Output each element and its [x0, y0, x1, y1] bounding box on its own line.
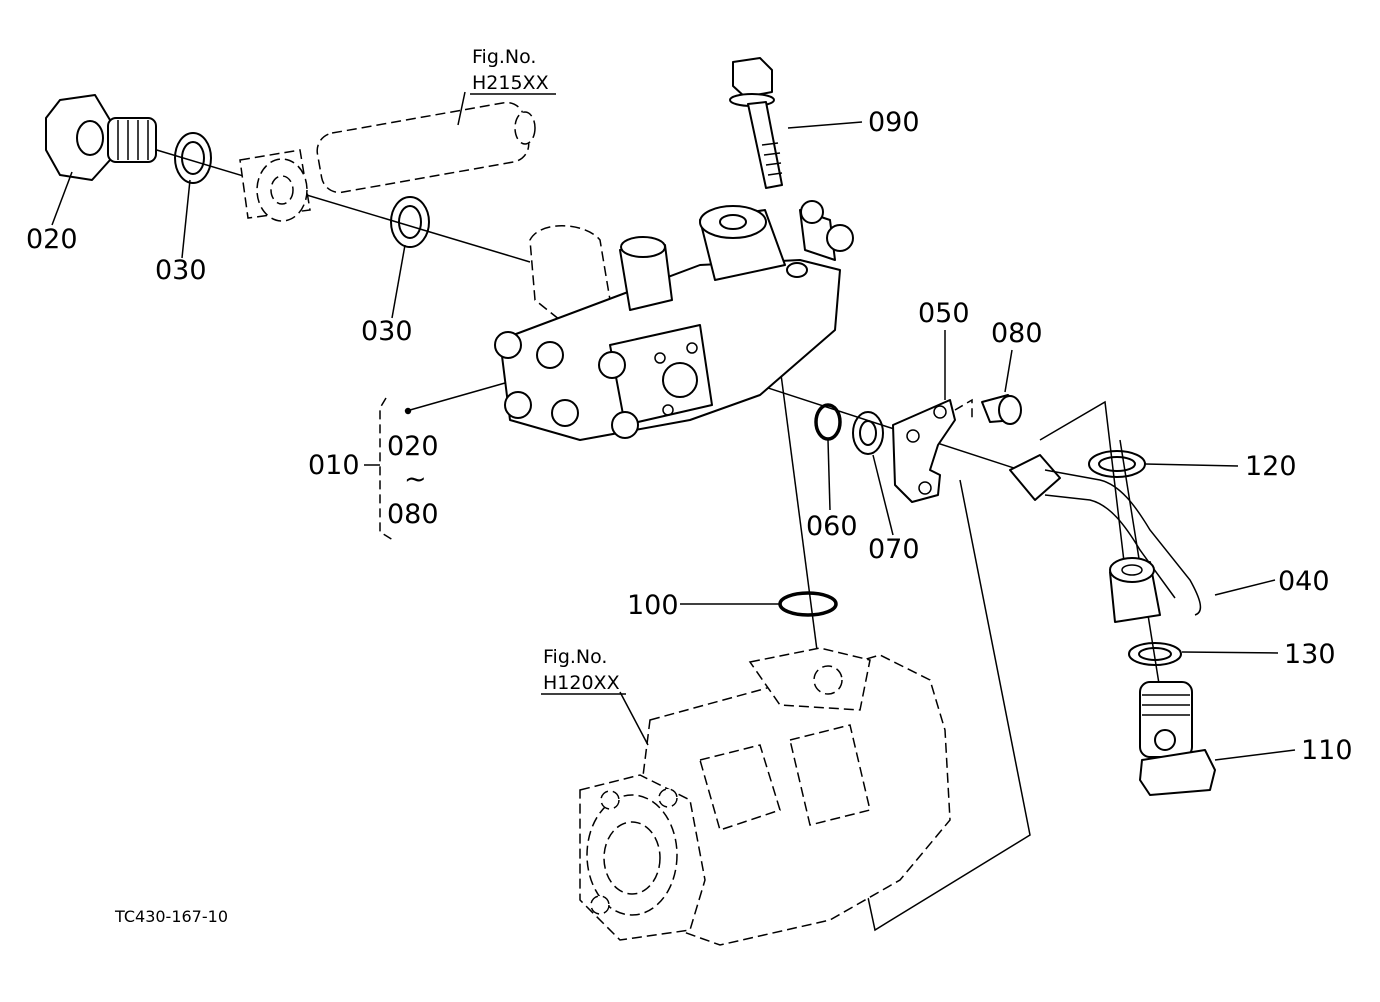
- figure-ref-code: H120XX: [543, 672, 620, 694]
- leader-lines: [51, 91, 1296, 761]
- callout-050: 050: [918, 298, 970, 329]
- figure-ref-label: Fig.No.: [472, 46, 536, 68]
- pump-ghost: [579, 647, 951, 946]
- callout-010: 010: [308, 450, 360, 481]
- plug-080: [981, 394, 1022, 425]
- banjo-bolt-110: [1139, 681, 1216, 796]
- callout-060: 060: [806, 511, 858, 542]
- assembly-bracket: [364, 397, 394, 541]
- o-ring-100: [778, 591, 838, 617]
- pipe-040: [1009, 454, 1202, 623]
- washer-030-upper: [174, 132, 212, 184]
- callout-030-lower: 030: [361, 316, 413, 347]
- assembly-range-from: 020: [387, 431, 439, 462]
- washer-030-lower: [390, 196, 430, 248]
- figure-ref-label: Fig.No.: [543, 646, 607, 668]
- valve-body-010: [494, 200, 854, 441]
- figure-ref-code: H215XX: [472, 72, 549, 94]
- callout-110: 110: [1301, 735, 1353, 766]
- bracket-plate-050: [892, 398, 973, 503]
- callout-130: 130: [1284, 639, 1336, 670]
- callout-120: 120: [1245, 451, 1297, 482]
- assembly-range-to: 080: [387, 499, 439, 530]
- callout-030-upper: 030: [155, 255, 207, 286]
- part-callouts: 020 030 030 090 050 080 060 070 120 040 …: [26, 107, 1353, 766]
- callout-020: 020: [26, 224, 78, 255]
- callout-070: 070: [868, 534, 920, 565]
- washer-120: [1088, 450, 1146, 478]
- drawing-code: TC430-167-10: [114, 907, 228, 926]
- washer-070: [852, 411, 884, 455]
- callout-080: 080: [991, 318, 1043, 349]
- plug-bolt-020: [45, 94, 157, 181]
- flange-bolt-090: [729, 57, 783, 189]
- o-ring-060: [814, 403, 842, 441]
- callout-090: 090: [868, 107, 920, 138]
- spool-ghost: [239, 101, 536, 222]
- assembly-range-tilde: ~: [404, 464, 427, 495]
- callout-040: 040: [1278, 566, 1330, 597]
- figure-ref-h215xx: Fig.No. H215XX: [470, 46, 556, 95]
- callout-100: 100: [627, 590, 679, 621]
- figure-ref-h120xx: Fig.No. H120XX: [541, 646, 626, 695]
- leader-dot: [404, 407, 412, 415]
- washer-130: [1128, 642, 1182, 666]
